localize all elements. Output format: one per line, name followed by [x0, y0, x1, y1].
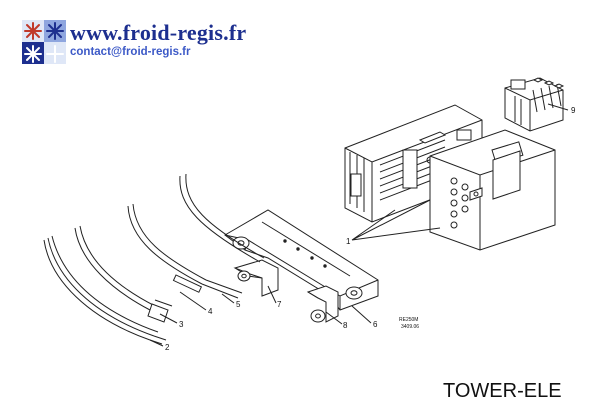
drawing-code-1: RE250M — [399, 317, 418, 323]
drawing-code-2: 3409.06 — [401, 324, 419, 330]
bracket-housing-part — [224, 209, 379, 311]
clip-part-7 — [233, 259, 279, 297]
diagram-title: TOWER-ELE — [443, 380, 562, 402]
callout-9: 9 — [571, 106, 576, 115]
contactor-part — [504, 77, 565, 132]
callout-2: 2 — [165, 343, 170, 352]
site-url-link[interactable]: www.froid-regis.fr — [70, 20, 247, 45]
snowflake-logo-icon — [22, 20, 66, 64]
cable-part-5 — [179, 173, 265, 263]
callout-1: 1 — [346, 237, 351, 246]
callout-3: 3 — [179, 320, 184, 329]
callout-4: 4 — [208, 307, 213, 316]
control-board-assembly — [344, 104, 556, 251]
cable-part-3 — [74, 225, 173, 323]
contact-email-link[interactable]: contact@froid-regis.fr — [70, 46, 191, 58]
callout-5: 5 — [236, 300, 241, 309]
callout-6: 6 — [373, 320, 378, 329]
callout-8: 8 — [343, 321, 348, 330]
cable-part-2 — [43, 235, 167, 345]
callout-7: 7 — [277, 300, 282, 309]
cable-part-4 — [127, 203, 243, 299]
clip-part-8 — [306, 285, 339, 323]
callout-leader-lines — [149, 103, 569, 347]
